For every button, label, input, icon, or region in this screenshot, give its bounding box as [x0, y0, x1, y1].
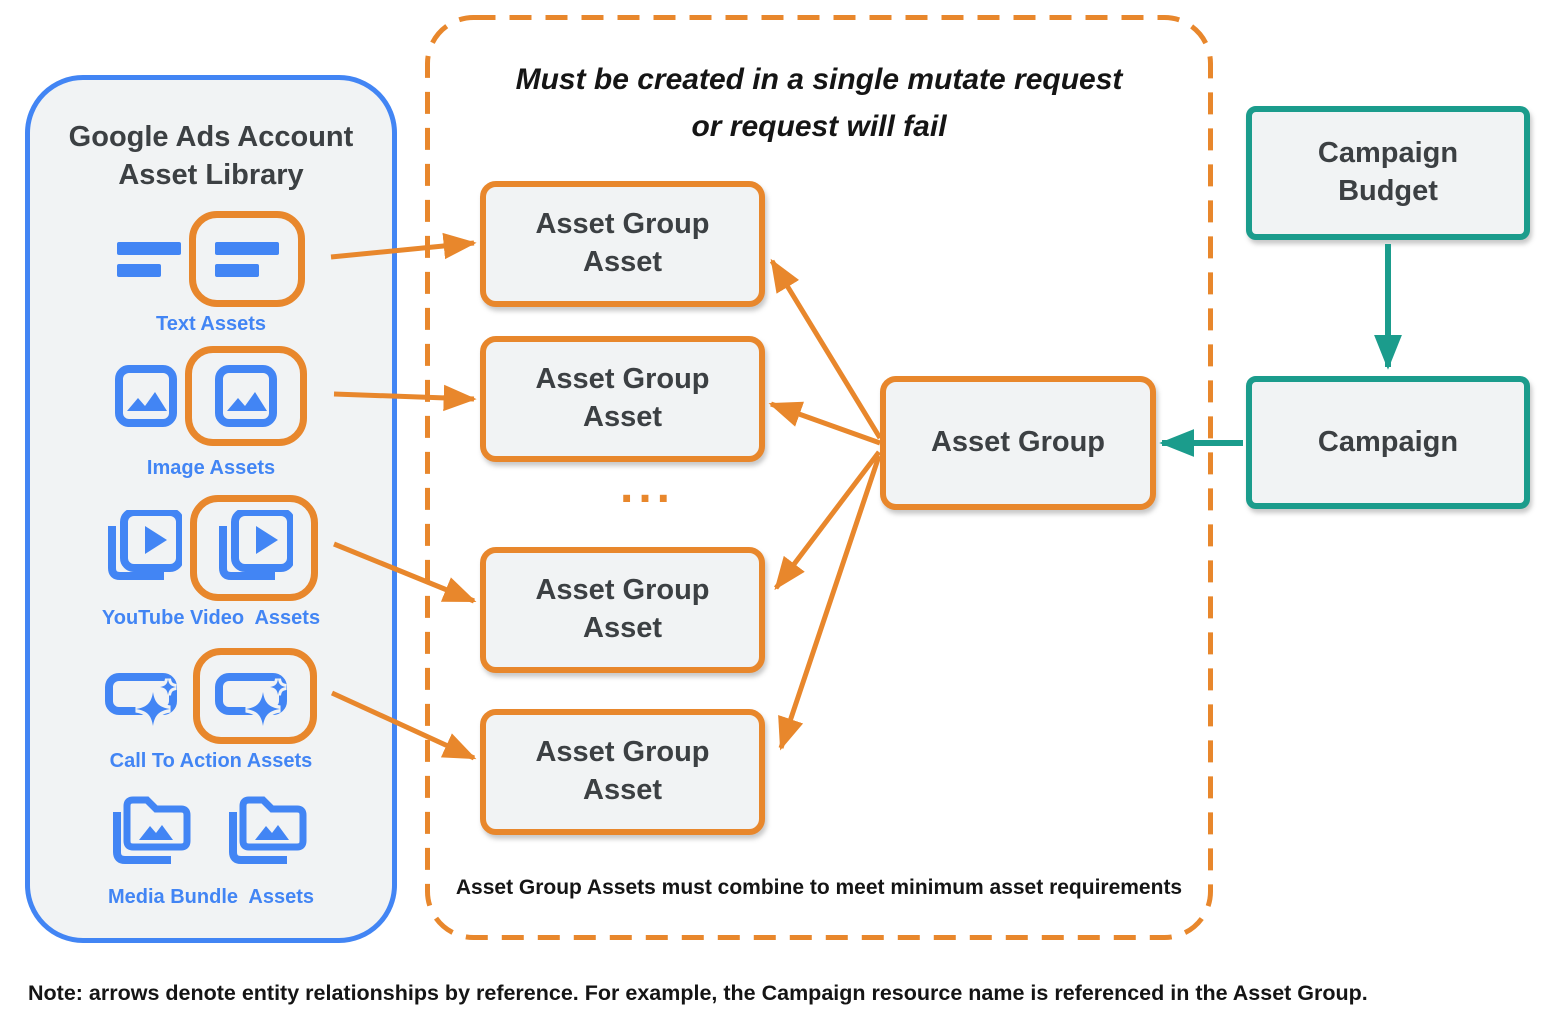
asset-library-panel: Google Ads Account Asset Library Text As…	[25, 75, 397, 943]
youtube-video-asset-icon	[108, 510, 182, 580]
text-asset-icon	[215, 242, 279, 277]
text-asset-icon	[117, 242, 181, 277]
text-assets-label: Text Assets	[155, 313, 267, 335]
library-item-call-to-action-assets: Call To Action Assets	[30, 648, 392, 773]
asset-group-asset-node-1: Asset Group Asset	[480, 181, 765, 307]
image-assets-label: Image Assets	[146, 457, 276, 479]
library-item-text-assets: Text Assets	[30, 211, 392, 336]
youtube-assets-icon-pair	[104, 495, 318, 601]
mutate-request-caption: Asset Group Assets must combine to meet …	[455, 876, 1183, 899]
media-bundle-icon-pair	[111, 788, 311, 868]
call-to-action-asset-icon	[215, 673, 287, 726]
asset-library-title: Google Ads Account Asset Library	[68, 121, 354, 192]
media-bundle-asset-icon	[113, 796, 191, 864]
library-item-image-assets: Image Assets	[30, 346, 392, 480]
asset-group-asset-node-2: Asset Group Asset	[480, 336, 765, 462]
campaign-node: Campaign	[1246, 376, 1530, 509]
library-item-youtube-video-assets: YouTube Video Assets	[30, 495, 392, 630]
more-assets-ellipsis: ...	[619, 460, 675, 513]
call-to-action-asset-icon	[105, 673, 177, 726]
youtube-video-asset-icon	[219, 510, 293, 580]
library-item-media-bundle-assets: Media Bundle Assets	[30, 788, 392, 909]
mutate-request-title: Must be created in a single mutate reque…	[515, 63, 1123, 143]
call-to-action-assets-label: Call To Action Assets	[109, 750, 313, 772]
image-asset-icon	[115, 365, 177, 427]
asset-group-node: Asset Group	[880, 376, 1156, 510]
image-asset-highlight-frame	[185, 346, 307, 446]
youtube-video-assets-label: YouTube Video Assets	[101, 607, 321, 629]
campaign-budget-node: Campaign Budget	[1246, 106, 1530, 240]
image-assets-icon-pair	[115, 346, 307, 446]
media-bundle-asset-icon	[229, 796, 307, 864]
youtube-asset-highlight-frame	[190, 495, 318, 601]
cta-asset-highlight-frame	[193, 648, 317, 744]
asset-group-asset-node-4: Asset Group Asset	[480, 709, 765, 835]
cta-assets-icon-pair	[105, 648, 317, 744]
mutate-request-group: Must be created in a single mutate reque…	[425, 15, 1213, 940]
text-asset-highlight-frame	[189, 211, 305, 307]
footnote: Note: arrows denote entity relationships…	[28, 981, 1368, 1005]
asset-group-asset-node-3: Asset Group Asset	[480, 547, 765, 673]
text-assets-icon-pair	[117, 211, 305, 307]
image-asset-icon	[215, 365, 277, 427]
media-bundle-assets-label: Media Bundle Assets	[108, 886, 314, 908]
